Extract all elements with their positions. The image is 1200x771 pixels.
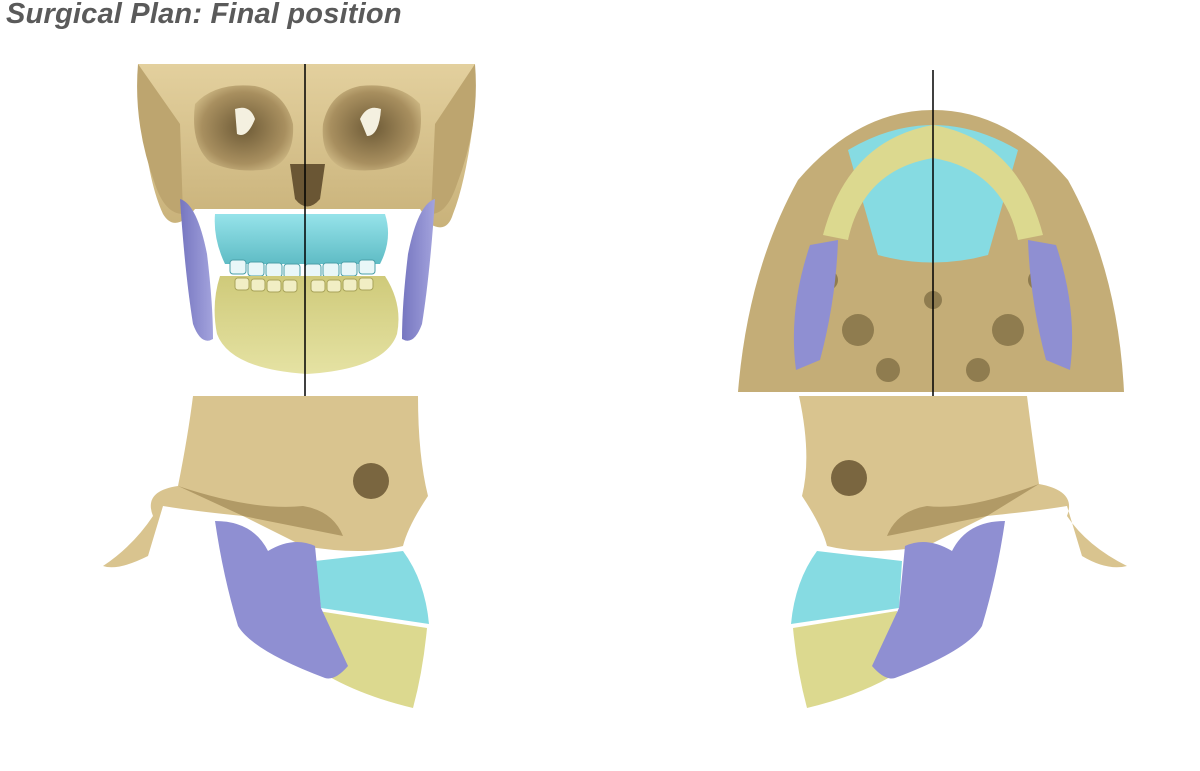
- right-ramus: [402, 199, 435, 341]
- left-lateral-view: [103, 396, 443, 711]
- maxilla: [214, 214, 389, 264]
- mandible-lateral: [318, 611, 427, 708]
- right-lateral-view: [777, 396, 1127, 711]
- orbit-lateral: [831, 460, 867, 496]
- inferior-skull-render: [738, 70, 1124, 396]
- inferior-view: [738, 70, 1128, 396]
- left-ramus: [180, 199, 213, 341]
- zygomatic-arch: [887, 484, 1039, 536]
- mandible: [214, 276, 399, 374]
- right-lateral-render: [791, 396, 1127, 708]
- maxilla-lateral: [791, 551, 902, 624]
- mandible-arch: [823, 125, 1043, 240]
- right-ramus: [1028, 240, 1073, 370]
- zygomatic-arch: [178, 486, 343, 536]
- left-ramus: [793, 240, 838, 370]
- left-lateral-render: [103, 396, 429, 708]
- skull-lateral: [103, 396, 428, 568]
- ramus-lateral: [872, 521, 1005, 679]
- frontal-view: [135, 64, 480, 396]
- page-title: Surgical Plan: Final position: [6, 0, 402, 30]
- ramus-lateral: [215, 521, 348, 679]
- mandible-lateral: [793, 611, 897, 708]
- orbit-lateral: [353, 463, 389, 499]
- frontal-skull-render: [137, 64, 476, 396]
- nasal-cavity: [290, 164, 325, 207]
- maxilla-lateral: [315, 551, 429, 624]
- skull-lateral: [799, 396, 1127, 568]
